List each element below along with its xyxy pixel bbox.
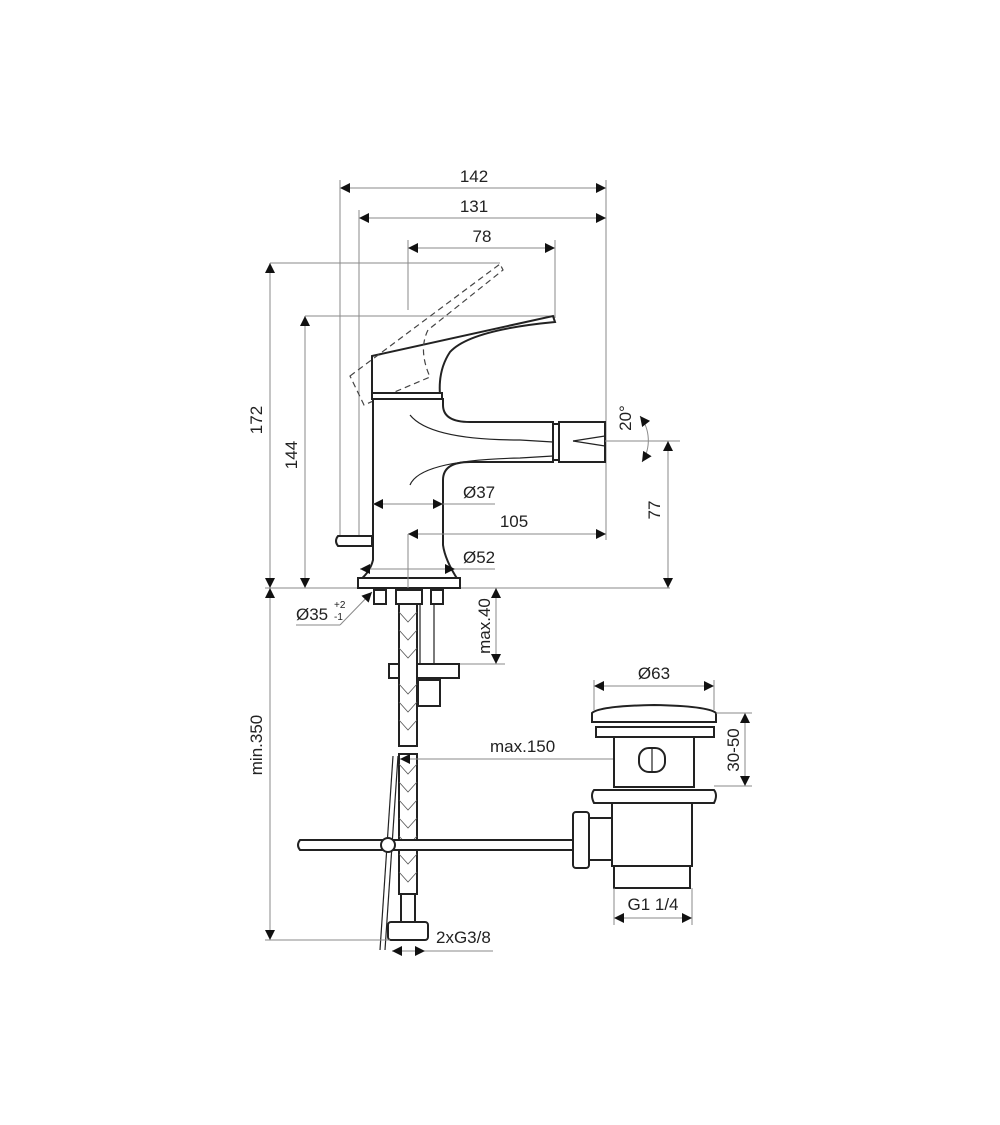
dim-63-label: Ø63 bbox=[638, 664, 670, 683]
dim-37-label: Ø37 bbox=[463, 483, 495, 502]
dim-g114: G1 1/4 bbox=[613, 888, 693, 925]
mixer-body bbox=[335, 263, 606, 589]
dim-35-tol-minus: -1 bbox=[334, 612, 343, 623]
dim-131-label: 131 bbox=[460, 197, 488, 216]
spray-angle-label: 20° bbox=[616, 405, 635, 431]
dim-30-50: 30-50 bbox=[714, 712, 752, 787]
dim-144: 144 bbox=[282, 315, 555, 588]
dim-spray-angle: 20° bbox=[605, 405, 680, 463]
dim-max40: max.40 bbox=[460, 588, 505, 665]
dim-52: Ø52 bbox=[360, 548, 495, 574]
dim-142: 142 bbox=[339, 167, 607, 540]
dim-52-label: Ø52 bbox=[463, 548, 495, 567]
dim-172-label: 172 bbox=[247, 406, 266, 434]
dim-37: Ø37 bbox=[373, 483, 495, 509]
dim-131: 131 bbox=[358, 197, 606, 540]
dim-min350: min.350 bbox=[247, 588, 390, 941]
dim-35-label: Ø35 bbox=[296, 605, 328, 624]
dim-78: 78 bbox=[407, 227, 556, 318]
dim-78-label: 78 bbox=[473, 227, 492, 246]
waste-assembly bbox=[572, 703, 717, 889]
dim-max40-label: max.40 bbox=[475, 598, 494, 654]
dim-172: 172 bbox=[247, 262, 500, 588]
dim-hose-thread-label: 2xG3/8 bbox=[436, 928, 491, 947]
fixing-assembly bbox=[373, 589, 460, 951]
dim-g114-label: G1 1/4 bbox=[627, 895, 678, 914]
dim-77: 77 bbox=[645, 441, 673, 588]
dim-min350-label: min.350 bbox=[247, 715, 266, 775]
dim-max150: max.150 bbox=[400, 737, 640, 764]
dim-35-hole: Ø35 +2 -1 bbox=[296, 591, 373, 626]
dim-77-label: 77 bbox=[645, 501, 664, 520]
dim-144-label: 144 bbox=[282, 441, 301, 469]
dim-63: Ø63 bbox=[593, 664, 715, 710]
pull-rod bbox=[297, 837, 576, 853]
dim-30-50-label: 30-50 bbox=[724, 728, 743, 771]
dim-hose-thread: 2xG3/8 bbox=[392, 928, 493, 956]
dim-105-label: 105 bbox=[500, 512, 528, 531]
dim-35-tol-plus: +2 bbox=[334, 600, 346, 611]
dim-max150-label: max.150 bbox=[490, 737, 555, 756]
dim-105: 105 bbox=[407, 512, 606, 588]
dim-142-label: 142 bbox=[460, 167, 488, 186]
